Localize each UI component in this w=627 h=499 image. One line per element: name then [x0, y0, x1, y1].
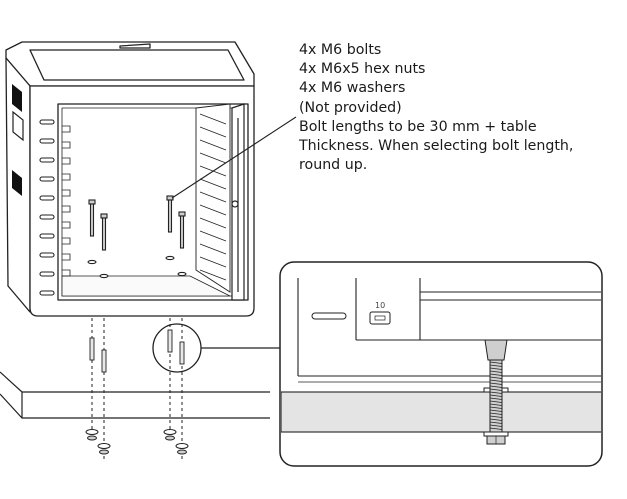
rail	[62, 205, 71, 213]
detail-slot	[311, 312, 347, 320]
rail	[62, 221, 71, 229]
slot-mark	[39, 157, 55, 163]
note-length-3: round up.	[299, 157, 368, 174]
divider-fin	[199, 269, 227, 281]
open-door	[231, 103, 245, 301]
divider-stack-right	[195, 103, 231, 293]
rail	[62, 125, 71, 133]
note-nuts: 4x M6x5 hex nuts	[299, 61, 426, 78]
washer-nut	[85, 429, 99, 441]
divider-fin	[199, 178, 227, 190]
rail	[62, 189, 71, 197]
slot-mark	[39, 252, 55, 258]
rail	[62, 269, 71, 277]
bolt-shafts-below	[89, 329, 185, 373]
table-surface	[0, 371, 270, 419]
rail	[62, 173, 71, 181]
detail-inset: 10	[279, 261, 603, 467]
front-slot-marks	[39, 119, 55, 296]
divider-fin	[199, 139, 227, 151]
slot-mark	[39, 290, 55, 296]
side-handle	[12, 110, 24, 142]
washer-nut	[175, 443, 189, 455]
divider-rails-left	[62, 125, 71, 277]
washer-nut	[97, 443, 111, 455]
slot-mark	[39, 176, 55, 182]
slot-mark	[39, 119, 55, 125]
divider-fin	[199, 256, 227, 268]
divider-fin	[199, 152, 227, 164]
rail	[62, 157, 71, 165]
rail	[62, 237, 71, 245]
slot-mark	[39, 195, 55, 201]
slot-mark	[39, 271, 55, 277]
divider-fin	[199, 217, 227, 229]
detail-bolt-head	[484, 339, 508, 361]
inner-bolt	[165, 195, 175, 261]
washer-nut	[163, 429, 177, 441]
divider-fin	[199, 204, 227, 216]
divider-fin	[199, 191, 227, 203]
slot-mark	[39, 233, 55, 239]
divider-fins-right	[199, 113, 227, 281]
divider-fin	[199, 230, 227, 242]
inner-bolt	[177, 211, 187, 277]
washers-and-nuts	[85, 429, 189, 455]
magnifier-circle	[152, 323, 280, 373]
rail	[62, 253, 71, 261]
side-vents	[12, 84, 22, 196]
inner-bolt	[99, 213, 109, 279]
rail	[62, 141, 71, 149]
bolts-inside-cabinet	[87, 195, 187, 279]
note-washers: 4x M6 washers	[299, 80, 406, 97]
detail-table-slab	[281, 391, 601, 433]
note-length-1: Bolt lengths to be 30 mm + table	[299, 118, 537, 135]
slot-mark	[39, 214, 55, 220]
detail-washer	[483, 431, 509, 437]
divider-fin	[199, 113, 227, 125]
note-bolts: 4x M6 bolts	[299, 42, 382, 58]
slot-mark	[39, 138, 55, 144]
note-leader-line	[171, 116, 297, 199]
inner-bolt	[87, 199, 97, 265]
divider-fin	[199, 126, 227, 138]
note-length-2: Thickness. When selecting bolt length,	[299, 138, 574, 155]
usb-port-label: 10	[375, 301, 385, 310]
note-not-provided: (Not provided)	[299, 99, 402, 116]
divider-fin	[199, 243, 227, 255]
instruction-note: 4x M6 bolts 4x M6x5 hex nuts 4x M6 washe…	[299, 41, 619, 175]
